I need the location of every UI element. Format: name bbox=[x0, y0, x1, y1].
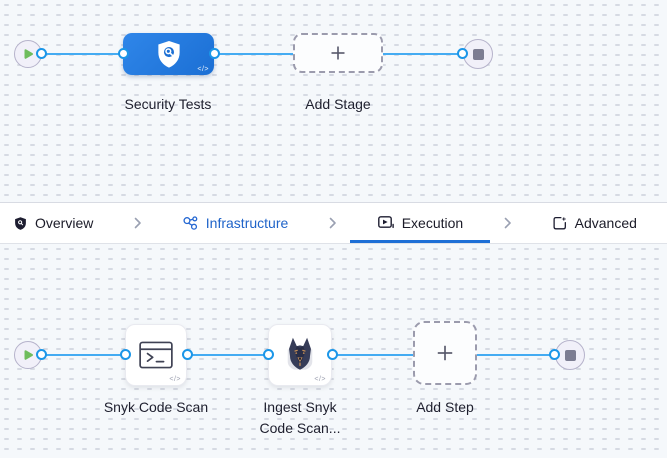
connector-point[interactable] bbox=[327, 349, 338, 360]
play-icon bbox=[24, 350, 33, 360]
stage-flow-line bbox=[41, 53, 462, 55]
shield-icon bbox=[15, 216, 26, 230]
add-stage-label: Add Stage bbox=[305, 96, 371, 112]
shield-search-icon bbox=[157, 40, 180, 68]
tab-infrastructure[interactable]: Infrastructure bbox=[183, 203, 288, 243]
step-ingest-snyk-code-scan[interactable]: </> bbox=[268, 324, 332, 386]
advanced-gear-icon bbox=[553, 216, 566, 229]
add-step-label: Add Step bbox=[416, 399, 474, 415]
plus-icon bbox=[437, 345, 453, 361]
tab-label: Advanced bbox=[574, 215, 637, 231]
connector-point[interactable] bbox=[36, 48, 47, 59]
execution-start-node[interactable] bbox=[14, 341, 42, 369]
tab-overview[interactable]: Overview bbox=[14, 203, 93, 243]
code-icon: </> bbox=[169, 376, 181, 383]
connector-point[interactable] bbox=[36, 349, 47, 360]
execution-canvas[interactable]: </> </> Snyk Code Scan Ingest Snyk Code bbox=[0, 244, 667, 458]
plus-icon bbox=[331, 46, 345, 60]
stop-icon bbox=[472, 48, 484, 60]
code-icon: </> bbox=[197, 66, 209, 73]
infrastructure-icon bbox=[183, 216, 198, 230]
connector-point[interactable] bbox=[263, 349, 274, 360]
code-icon: </> bbox=[314, 376, 326, 383]
add-step-button[interactable] bbox=[413, 321, 477, 385]
active-tab-underline bbox=[350, 240, 491, 243]
tab-label: Infrastructure bbox=[205, 215, 289, 231]
chevron-right-icon bbox=[329, 217, 337, 229]
connector-point[interactable] bbox=[120, 349, 131, 360]
tab-label: Execution bbox=[401, 215, 464, 231]
stage-label: Security Tests bbox=[124, 96, 212, 112]
terminal-icon bbox=[139, 341, 173, 369]
tab-advanced[interactable]: Advanced bbox=[553, 203, 637, 243]
chevron-right-icon bbox=[504, 217, 512, 229]
tab-execution[interactable]: Execution bbox=[350, 203, 491, 243]
play-icon bbox=[24, 49, 33, 59]
step-label: Snyk Code Scan bbox=[103, 399, 209, 415]
connector-point[interactable] bbox=[457, 48, 468, 59]
chevron-right-icon bbox=[134, 217, 142, 229]
connector-point[interactable] bbox=[209, 48, 220, 59]
execution-icon bbox=[377, 216, 394, 229]
step-snyk-code-scan[interactable]: </> bbox=[125, 324, 187, 386]
stage-config-tabs: Overview Infrastructure Execution bbox=[0, 202, 667, 244]
add-stage-button[interactable] bbox=[293, 33, 383, 73]
stage-security-tests[interactable]: </> bbox=[123, 33, 214, 75]
connector-point[interactable] bbox=[549, 349, 560, 360]
snyk-dog-icon bbox=[287, 337, 313, 370]
connector-point[interactable] bbox=[118, 48, 129, 59]
stage-canvas[interactable]: </> Security Tests Add Stage bbox=[0, 0, 667, 202]
tab-label: Overview bbox=[35, 215, 94, 231]
stop-icon bbox=[564, 349, 576, 361]
execution-end-node[interactable] bbox=[555, 340, 585, 370]
step-label: Ingest Snyk Code Scan... bbox=[259, 399, 341, 436]
connector-point[interactable] bbox=[182, 349, 193, 360]
